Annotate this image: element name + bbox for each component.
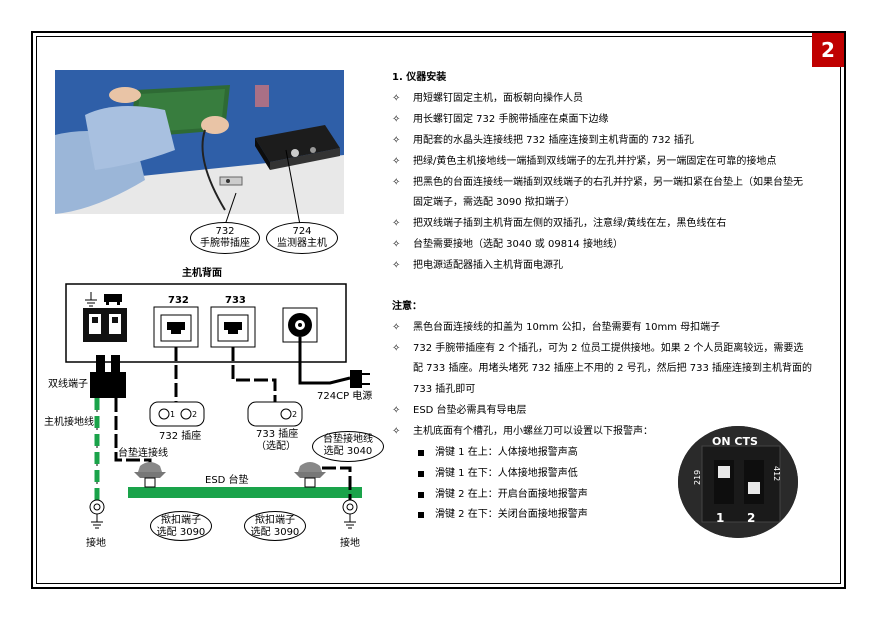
callout-724: 724 监测器主机 (266, 222, 338, 254)
dip-switch-label: ON CTS (712, 435, 758, 448)
dip-switch-right-code: 412 (772, 466, 781, 482)
port-732-label: 732 (168, 295, 189, 306)
snap-right-callout: 揿扣端子 选配 3090 (244, 511, 306, 541)
dual-terminal-label: 双线端子 (48, 379, 88, 390)
dip-switch-photo (678, 426, 798, 538)
back-panel-title: 主机背面 (182, 268, 222, 279)
dip-switch-num-2: 2 (747, 511, 756, 525)
mat-ground-wire-callout: 台垫接地线 选配 3040 (312, 431, 384, 462)
main-ground-wire-label: 主机接地线 (44, 417, 94, 428)
callout-732: 732 手腕带插座 (190, 222, 260, 254)
port-733-label: 733 (225, 295, 246, 306)
ground-right-label: 接地 (340, 538, 360, 549)
socket-732-label: 732 插座 (159, 431, 202, 442)
dip-switch-num-1: 1 (716, 511, 725, 525)
socket-733-hole-2: 2 (292, 410, 298, 419)
power-label: 724CP 电源 (317, 391, 373, 402)
installation-photo (55, 70, 344, 214)
esd-mat-label: ESD 台垫 (205, 475, 249, 486)
socket-hole-1: 1 (170, 410, 176, 419)
dip-switch-left-code: 219 (693, 469, 702, 485)
inner-frame (36, 36, 841, 584)
socket-733-label: 733 插座 （选配） (256, 429, 299, 452)
mat-connect-wire-label: 台垫连接线 (118, 448, 168, 459)
ground-left-label: 接地 (86, 538, 106, 549)
page-number: 2 (812, 33, 844, 67)
snap-left-callout: 揿扣端子 选配 3090 (150, 511, 212, 541)
outer-frame (31, 31, 846, 589)
socket-hole-2: 2 (192, 410, 198, 419)
